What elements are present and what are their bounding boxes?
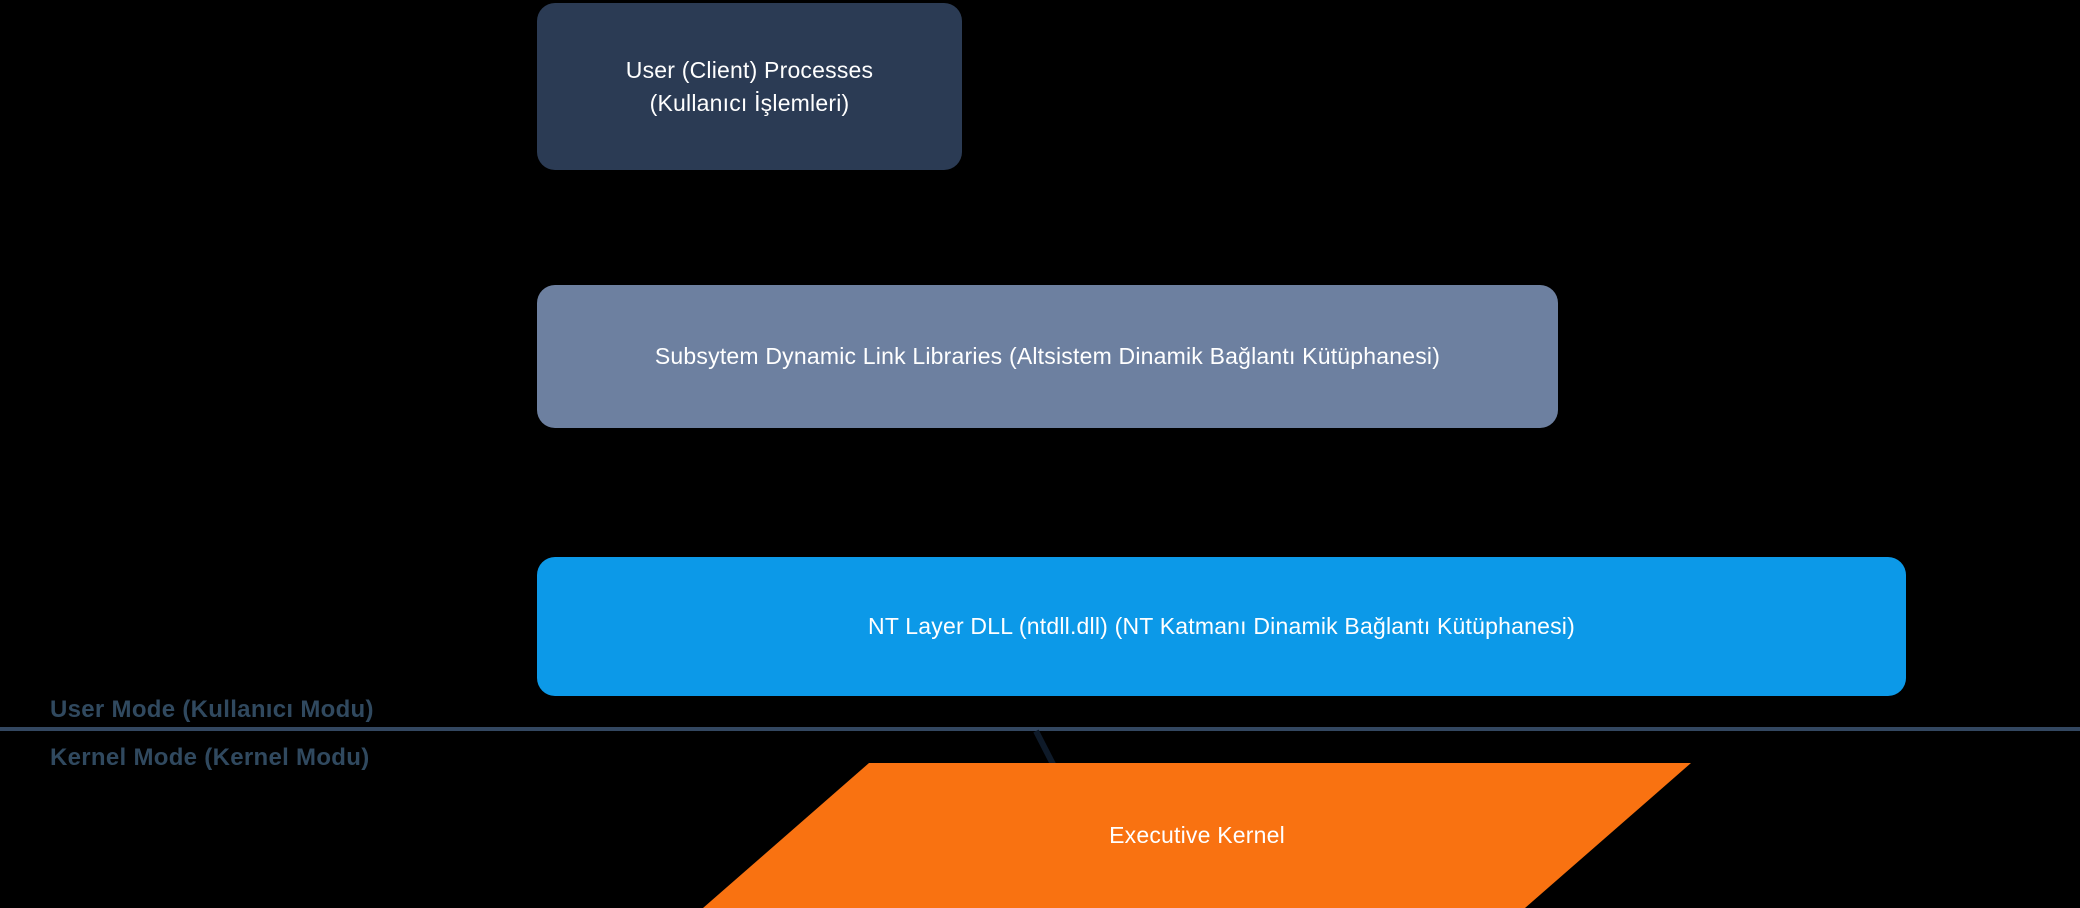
node-user-client-processes-label-line2: (Kullanıcı İşlemleri) <box>649 89 850 116</box>
mode-divider-line <box>0 727 2080 731</box>
node-user-client-processes-label-line1: User (Client) Processes <box>625 57 874 84</box>
node-subsystem-dlls: Subsytem Dynamic Link Libraries (Altsist… <box>537 285 1558 428</box>
node-executive-kernel: Executive Kernel <box>703 763 1691 908</box>
node-user-client-processes: User (Client) Processes (Kullanıcı İşlem… <box>537 3 962 170</box>
node-subsystem-dlls-label: Subsytem Dynamic Link Libraries (Altsist… <box>654 343 1441 370</box>
user-mode-label: User Mode (Kullanıcı Modu) <box>50 696 374 723</box>
node-nt-layer-dll-label: NT Layer DLL (ntdll.dll) (NT Katmanı Din… <box>868 613 1575 640</box>
node-executive-kernel-label: Executive Kernel <box>1109 822 1285 848</box>
kernel-mode-label: Kernel Mode (Kernel Modu) <box>50 744 370 771</box>
node-nt-layer-dll: NT Layer DLL (ntdll.dll) (NT Katmanı Din… <box>537 557 1906 696</box>
